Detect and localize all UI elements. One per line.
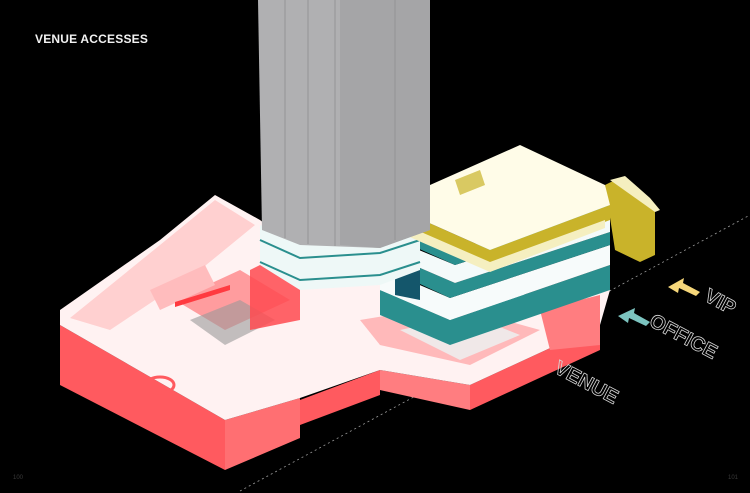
office-label: OFFICE xyxy=(646,310,721,364)
tower xyxy=(258,0,430,248)
page-title: VENUE ACCESSES xyxy=(35,32,149,46)
site-boundary-line xyxy=(239,214,750,492)
vip-arrow-icon xyxy=(668,278,700,296)
vip-label: VIP xyxy=(701,285,740,320)
venue-label: VENUE xyxy=(551,357,622,409)
page-number-right: 101 xyxy=(727,475,738,481)
vip-levels xyxy=(400,145,660,272)
office-arrow-icon xyxy=(618,308,650,326)
page-number-left: 100 xyxy=(13,475,24,481)
